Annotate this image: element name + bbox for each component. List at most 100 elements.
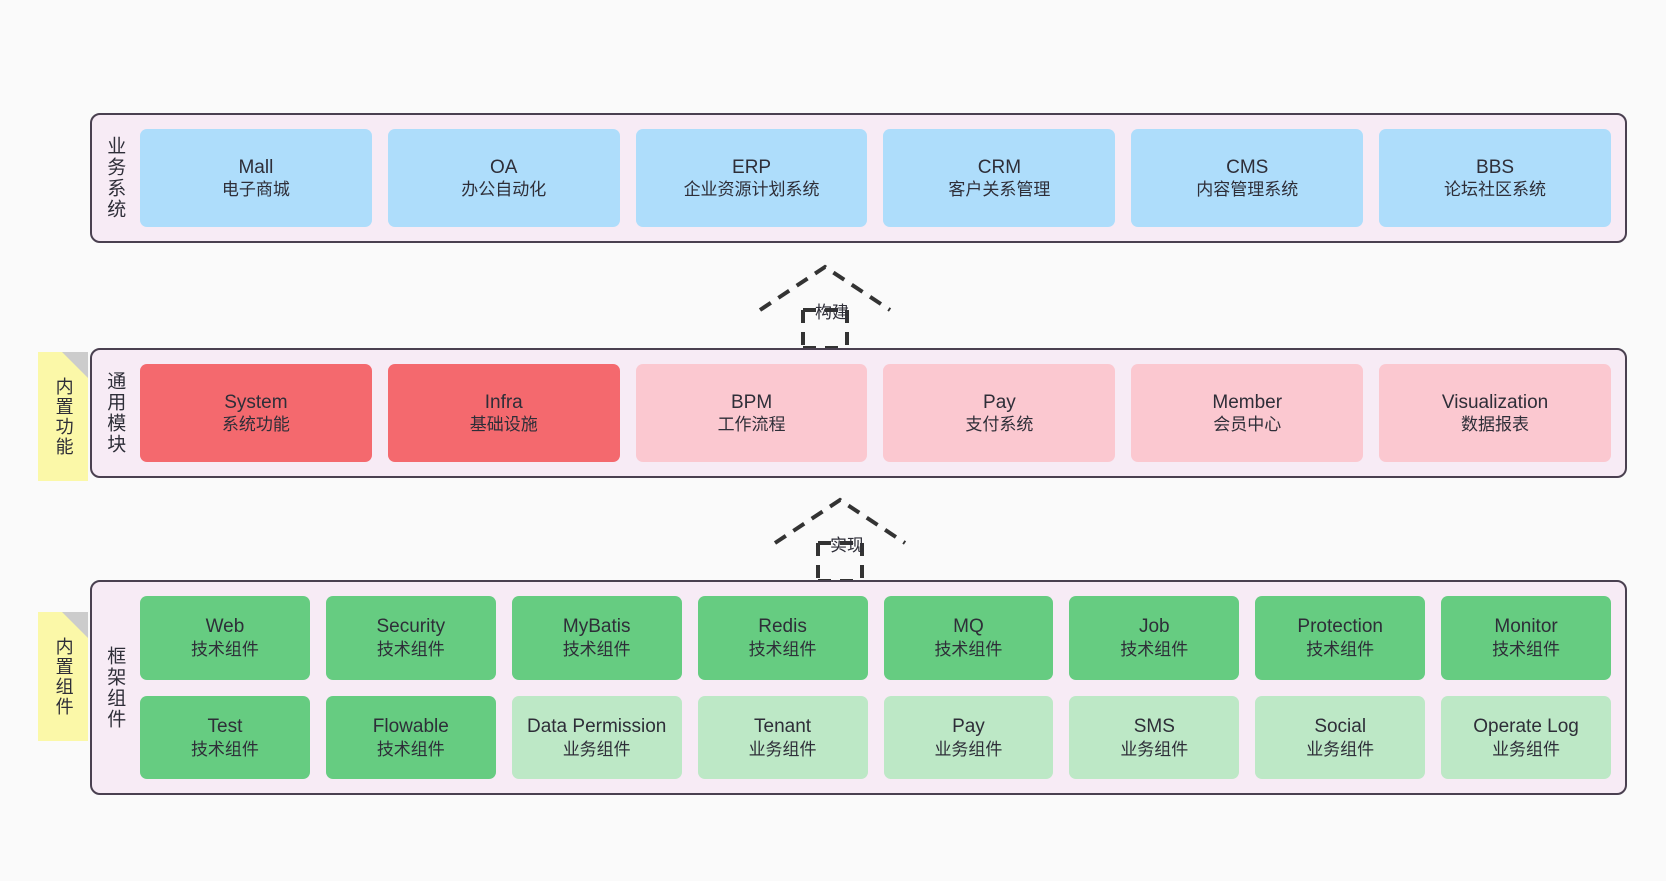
layer-common-modules: 通用模块 System 系统功能 Infra 基础设施 BPM 工作流程 Pay… bbox=[90, 348, 1627, 478]
node-subtitle: 论坛社区系统 bbox=[1444, 180, 1547, 200]
node-pay-component[interactable]: Pay 业务组件 bbox=[883, 695, 1054, 779]
node-tenant[interactable]: Tenant 业务组件 bbox=[697, 695, 868, 779]
node-subtitle: 会员中心 bbox=[1213, 415, 1282, 435]
node-system[interactable]: System 系统功能 bbox=[140, 364, 372, 462]
layer-title-business: 业务系统 bbox=[104, 136, 126, 220]
node-data-permission[interactable]: Data Permission 业务组件 bbox=[511, 695, 682, 779]
node-title: Test bbox=[207, 715, 243, 737]
node-subtitle: 企业资源计划系统 bbox=[683, 180, 820, 200]
node-subtitle: 技术组件 bbox=[1120, 640, 1189, 659]
layer-row: System 系统功能 Infra 基础设施 BPM 工作流程 Pay 支付系统… bbox=[140, 364, 1611, 462]
sticky-note-label: 内置功能 bbox=[53, 376, 74, 457]
layer-business-systems: 业务系统 Mall 电子商城 OA 办公自动化 ERP 企业资源计划系统 CRM… bbox=[90, 113, 1627, 243]
node-test[interactable]: Test 技术组件 bbox=[140, 695, 310, 779]
node-subtitle: 工作流程 bbox=[717, 415, 786, 435]
node-title: Pay bbox=[983, 391, 1016, 413]
node-title: MQ bbox=[953, 616, 984, 638]
node-title: Pay bbox=[952, 715, 985, 737]
node-subtitle: 业务组件 bbox=[934, 739, 1003, 759]
node-job[interactable]: Job 技术组件 bbox=[1069, 596, 1240, 680]
connector-build: 构建 bbox=[755, 262, 915, 350]
node-subtitle: 业务组件 bbox=[1492, 739, 1561, 759]
node-mybatis[interactable]: MyBatis 技术组件 bbox=[511, 596, 682, 680]
node-title: Visualization bbox=[1441, 391, 1549, 413]
node-infra[interactable]: Infra 基础设施 bbox=[387, 364, 620, 462]
node-subtitle: 技术组件 bbox=[1306, 640, 1375, 659]
node-subtitle: 技术组件 bbox=[376, 640, 445, 659]
node-web[interactable]: Web 技术组件 bbox=[140, 596, 310, 680]
layer-title-framework: 框架组件 bbox=[104, 645, 126, 730]
node-security[interactable]: Security 技术组件 bbox=[325, 596, 496, 680]
arrowhead-triangle-build bbox=[758, 264, 892, 312]
node-subtitle: 业务组件 bbox=[748, 739, 817, 759]
node-title: Data Permission bbox=[526, 715, 667, 737]
node-subtitle: 支付系统 bbox=[965, 415, 1034, 435]
node-pay-module[interactable]: Pay 支付系统 bbox=[883, 364, 1116, 462]
node-redis[interactable]: Redis 技术组件 bbox=[697, 596, 868, 680]
layer-row: Mall 电子商城 OA 办公自动化 ERP 企业资源计划系统 CRM 客户关系… bbox=[140, 129, 1611, 227]
node-title: Social bbox=[1314, 715, 1367, 737]
node-bbs[interactable]: BBS 论坛社区系统 bbox=[1379, 129, 1611, 227]
node-title: MyBatis bbox=[562, 616, 631, 638]
node-oa[interactable]: OA 办公自动化 bbox=[387, 129, 620, 227]
layer-body-modules: System 系统功能 Infra 基础设施 BPM 工作流程 Pay 支付系统… bbox=[136, 350, 1625, 476]
node-erp[interactable]: ERP 企业资源计划系统 bbox=[635, 129, 868, 227]
node-title: BPM bbox=[730, 391, 773, 413]
layer-framework-components: 框架组件 Web 技术组件 Security 技术组件 MyBatis 技术组件… bbox=[90, 580, 1627, 795]
layer-title-modules: 通用模块 bbox=[104, 371, 126, 455]
node-title: Protection bbox=[1297, 616, 1383, 638]
node-subtitle: 电子商城 bbox=[221, 180, 290, 200]
node-member[interactable]: Member 会员中心 bbox=[1131, 364, 1364, 462]
node-mall[interactable]: Mall 电子商城 bbox=[140, 129, 372, 227]
node-title: CRM bbox=[977, 156, 1022, 178]
sticky-note-builtin-features: 内置功能 bbox=[38, 352, 88, 481]
node-crm[interactable]: CRM 客户关系管理 bbox=[883, 129, 1116, 227]
sticky-note-label: 内置组件 bbox=[53, 636, 74, 717]
node-social[interactable]: Social 业务组件 bbox=[1255, 695, 1426, 779]
node-bpm[interactable]: BPM 工作流程 bbox=[635, 364, 868, 462]
node-title: Infra bbox=[484, 391, 523, 413]
node-operate-log[interactable]: Operate Log 业务组件 bbox=[1441, 695, 1611, 779]
node-title: Redis bbox=[758, 616, 807, 638]
node-title: Operate Log bbox=[1473, 715, 1579, 737]
node-protection[interactable]: Protection 技术组件 bbox=[1255, 596, 1426, 680]
node-subtitle: 技术组件 bbox=[562, 640, 631, 659]
node-subtitle: 业务组件 bbox=[1306, 739, 1375, 759]
node-subtitle: 技术组件 bbox=[748, 640, 817, 659]
node-title: Security bbox=[376, 616, 446, 638]
node-title: Flowable bbox=[372, 715, 449, 737]
connector-label-implement: 实现 bbox=[830, 536, 864, 555]
node-title: Member bbox=[1212, 391, 1283, 413]
node-title: Job bbox=[1138, 616, 1170, 638]
node-mq[interactable]: MQ 技术组件 bbox=[883, 596, 1054, 680]
node-subtitle: 技术组件 bbox=[190, 739, 259, 759]
node-visualization[interactable]: Visualization 数据报表 bbox=[1379, 364, 1611, 462]
node-sms[interactable]: SMS 业务组件 bbox=[1069, 695, 1240, 779]
layer-body-framework: Web 技术组件 Security 技术组件 MyBatis 技术组件 Redi… bbox=[136, 582, 1625, 793]
node-monitor[interactable]: Monitor 技术组件 bbox=[1441, 596, 1611, 680]
node-title: Mall bbox=[238, 156, 274, 178]
layer-row: Test 技术组件 Flowable 技术组件 Data Permission … bbox=[140, 695, 1611, 779]
node-subtitle: 业务组件 bbox=[1120, 739, 1189, 759]
node-title: SMS bbox=[1133, 715, 1175, 737]
connector-label-build: 构建 bbox=[815, 303, 849, 322]
node-subtitle: 技术组件 bbox=[1492, 640, 1561, 659]
node-flowable[interactable]: Flowable 技术组件 bbox=[325, 695, 496, 779]
node-subtitle: 数据报表 bbox=[1461, 415, 1530, 435]
node-subtitle: 客户关系管理 bbox=[948, 180, 1051, 200]
connector-implement: 实现 bbox=[770, 495, 930, 583]
layer-body-business: Mall 电子商城 OA 办公自动化 ERP 企业资源计划系统 CRM 客户关系… bbox=[136, 115, 1625, 241]
node-subtitle: 技术组件 bbox=[934, 640, 1003, 659]
node-subtitle: 技术组件 bbox=[190, 640, 259, 659]
node-title: Tenant bbox=[754, 715, 812, 737]
node-title: ERP bbox=[732, 156, 772, 178]
node-title: CMS bbox=[1226, 156, 1269, 178]
node-subtitle: 技术组件 bbox=[376, 739, 445, 759]
node-title: BBS bbox=[1476, 156, 1515, 178]
node-cms[interactable]: CMS 内容管理系统 bbox=[1131, 129, 1364, 227]
layer-row: Web 技术组件 Security 技术组件 MyBatis 技术组件 Redi… bbox=[140, 596, 1611, 680]
node-title: OA bbox=[490, 156, 518, 178]
arrowhead-triangle-implement bbox=[773, 497, 907, 545]
node-subtitle: 内容管理系统 bbox=[1196, 180, 1299, 200]
sticky-note-builtin-components: 内置组件 bbox=[38, 612, 88, 741]
